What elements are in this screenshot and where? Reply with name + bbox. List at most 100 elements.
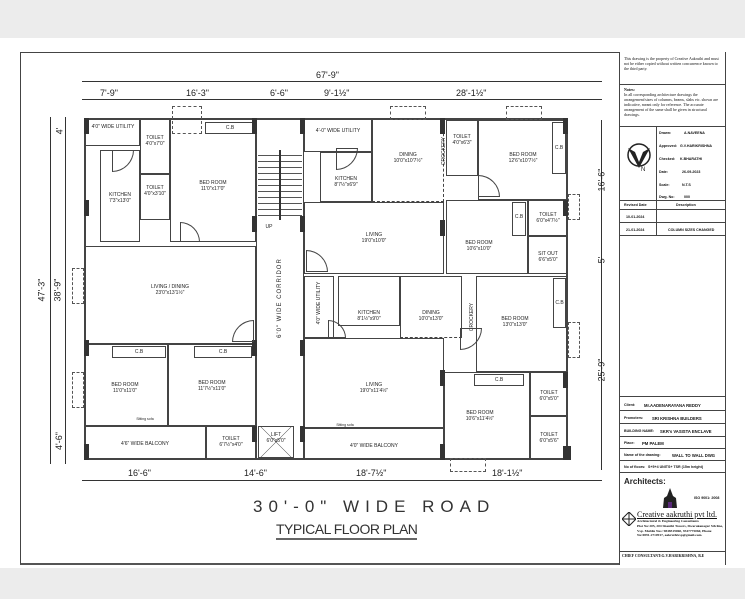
room-size: 12'6"x10'7½" (508, 158, 538, 164)
cb-label: C.B (554, 145, 564, 151)
room-size: 10'6"x10'0" (466, 246, 492, 252)
left-bottom-label: 4'-6" (53, 432, 64, 450)
bedroom-se-1 (476, 276, 568, 372)
column (84, 118, 89, 134)
divider (620, 209, 725, 210)
room-label: BED ROOM (198, 380, 226, 386)
divider (620, 423, 725, 424)
room-label: TOILET (146, 135, 164, 141)
firm-sub: Architectural & Engineering Consultants (637, 519, 699, 523)
drawing-name-value: WALL TO WALL DWG (672, 453, 716, 458)
checked-label: Checked: (659, 157, 676, 161)
overall-width-label: 67'-9" (316, 70, 339, 80)
title-block: This drawing is the property of Creative… (619, 52, 726, 565)
room-size: 4'0"x3'10" (144, 191, 166, 197)
cb-label: C.B (134, 349, 144, 355)
room-size: 23'0"x13'1½" (155, 290, 185, 296)
firm-address: Plot No:205, 204 Shanthi Towers, Dwaraka… (637, 524, 723, 537)
firm-name: Creative aakruthi pvt ltd. (637, 510, 717, 519)
toilet-se-2 (530, 416, 568, 460)
revision-date: 21-01-2024 (626, 228, 645, 232)
top-dim-3: 6'-6" (270, 88, 288, 98)
living-nc (304, 202, 444, 274)
top-dim-5: 28'-1½" (456, 88, 487, 98)
stair-handrail (279, 150, 281, 220)
toilet-sw (206, 426, 256, 460)
divider (620, 460, 725, 461)
room-size: 19'0"x11'4½" (359, 388, 389, 394)
temple-logo-icon (660, 488, 680, 510)
drawn-label: Drawn: (659, 131, 672, 135)
building-value: SKR's VASISTA ENCLAVE (660, 429, 712, 434)
svg-text:N: N (641, 167, 645, 172)
room-label: 4'0" WIDE BALCONY (349, 443, 399, 449)
dining-sc (400, 276, 462, 338)
room-label: LIFT (270, 432, 282, 438)
room-size: 6'0"x5'0" (266, 438, 286, 444)
room-label: TOILET (453, 134, 471, 140)
room-label: 4'0" WIDE UTILITY (316, 281, 322, 325)
sofa-label: Sitting sofa (336, 423, 354, 427)
divider (656, 200, 657, 235)
column (252, 216, 257, 232)
column (252, 118, 257, 134)
room-label: KITCHEN (335, 176, 357, 182)
floors-value: S+5+4 UNITS+ TSR (15m height) (648, 465, 704, 469)
column (84, 444, 89, 460)
divider (620, 396, 725, 397)
divider (620, 436, 725, 437)
room-size: 13'0"x13'0" (502, 322, 528, 328)
kitchen-nc (320, 152, 372, 202)
bottom-dim-2: 14'-6" (244, 468, 267, 478)
cb-label: C.B (225, 125, 235, 131)
revision-description: COLUMN SIZES CHANGED (668, 228, 715, 232)
top-dim-1: 7'-9" (100, 88, 118, 98)
divider (620, 126, 725, 127)
scale-value: N.T.S (682, 183, 691, 187)
bedroom-ne (478, 120, 568, 200)
column (563, 372, 568, 388)
toilet-nw-2 (140, 174, 170, 220)
room-size: 8'7½"x6'9" (334, 182, 358, 188)
room-label: KITCHEN (358, 310, 380, 316)
room-size: 11'0"x17'0" (200, 186, 226, 192)
building-label: BUILDING NAME: (624, 429, 655, 433)
promoters-label: Promoters: (624, 416, 644, 420)
bedroom-nw (170, 118, 256, 242)
notes-heading: Notes: (624, 87, 635, 92)
room-size: 8'1½"x9'0" (357, 316, 381, 322)
room-label: DINING (422, 310, 440, 316)
column (440, 118, 445, 134)
cb (552, 122, 566, 174)
toilet-ne-2 (528, 200, 568, 236)
divider (620, 551, 725, 552)
cb (112, 346, 166, 358)
stair-corridor (256, 118, 304, 460)
cb-label: C.B (555, 300, 564, 306)
divider (620, 410, 725, 411)
window (568, 322, 580, 358)
cb (512, 202, 526, 236)
cb (553, 278, 566, 328)
room-size: 10'0"x13'0" (418, 316, 444, 322)
drawing-title: TYPICAL FLOOR PLAN (276, 521, 418, 540)
room-label: TOILET (540, 390, 558, 396)
bottom-dim-line (82, 480, 602, 481)
room-label: BED ROOM (509, 152, 537, 158)
window (568, 194, 580, 220)
column (300, 340, 305, 356)
iso-label: ISO 9001: 2008 (694, 496, 720, 500)
bedroom-se-2 (444, 372, 530, 460)
living-dining-sw (84, 246, 256, 344)
room-size: 10'6"x11'4½" (465, 416, 495, 422)
balcony-sw (84, 426, 206, 460)
column (563, 200, 568, 216)
divider (656, 126, 657, 218)
room-size: 6'0"x5'6" (539, 438, 559, 444)
column (300, 426, 305, 442)
date-label: Date: (659, 170, 668, 174)
column (300, 216, 305, 232)
column (563, 446, 571, 460)
divider (620, 84, 725, 85)
room-label: TOILET (540, 432, 558, 438)
